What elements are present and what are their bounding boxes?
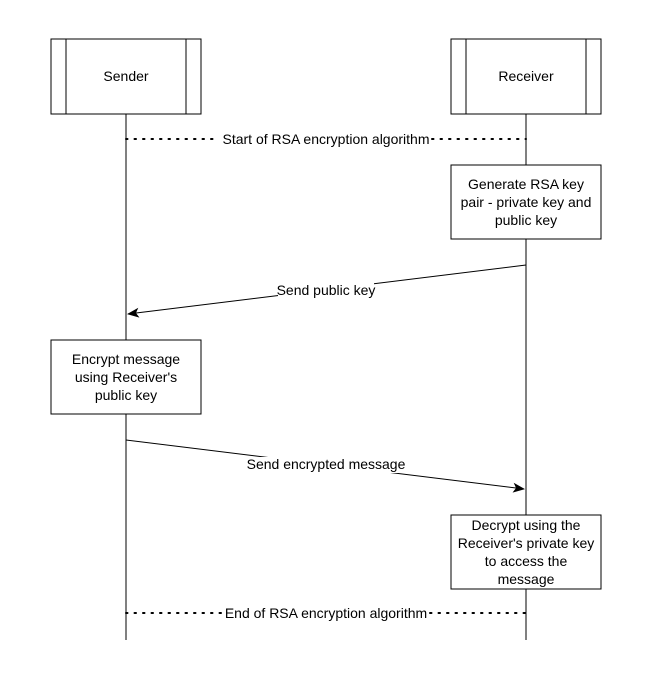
end-note-label: End of RSA encryption algorithm xyxy=(225,605,427,621)
generate-keys-box xyxy=(450,164,602,240)
start-note-label: Start of RSA encryption algorithm xyxy=(223,131,430,147)
end-note: End of RSA encryption algorithm xyxy=(125,605,527,621)
sender-label: Sender xyxy=(103,68,148,84)
receiver-label: Receiver xyxy=(498,68,554,84)
encrypt-box xyxy=(50,339,202,415)
decrypt-text: Decrypt using the Receiver's private key… xyxy=(457,517,595,587)
receiver-participant: Receiver xyxy=(450,38,602,115)
start-note: Start of RSA encryption algorithm xyxy=(125,131,527,147)
send-public-key-message: Send public key xyxy=(127,264,527,318)
send-encrypted-label: Send encrypted message xyxy=(247,456,406,472)
encrypt-text: Encrypt message using Receiver's public … xyxy=(71,351,181,403)
send-public-key-label: Send public key xyxy=(277,282,376,298)
decrypt-box xyxy=(450,514,602,590)
send-encrypted-message: Send encrypted message xyxy=(125,439,525,493)
sender-participant: Sender xyxy=(50,38,202,115)
generate-keys-text: Generate RSA key pair - private key and … xyxy=(460,176,592,228)
